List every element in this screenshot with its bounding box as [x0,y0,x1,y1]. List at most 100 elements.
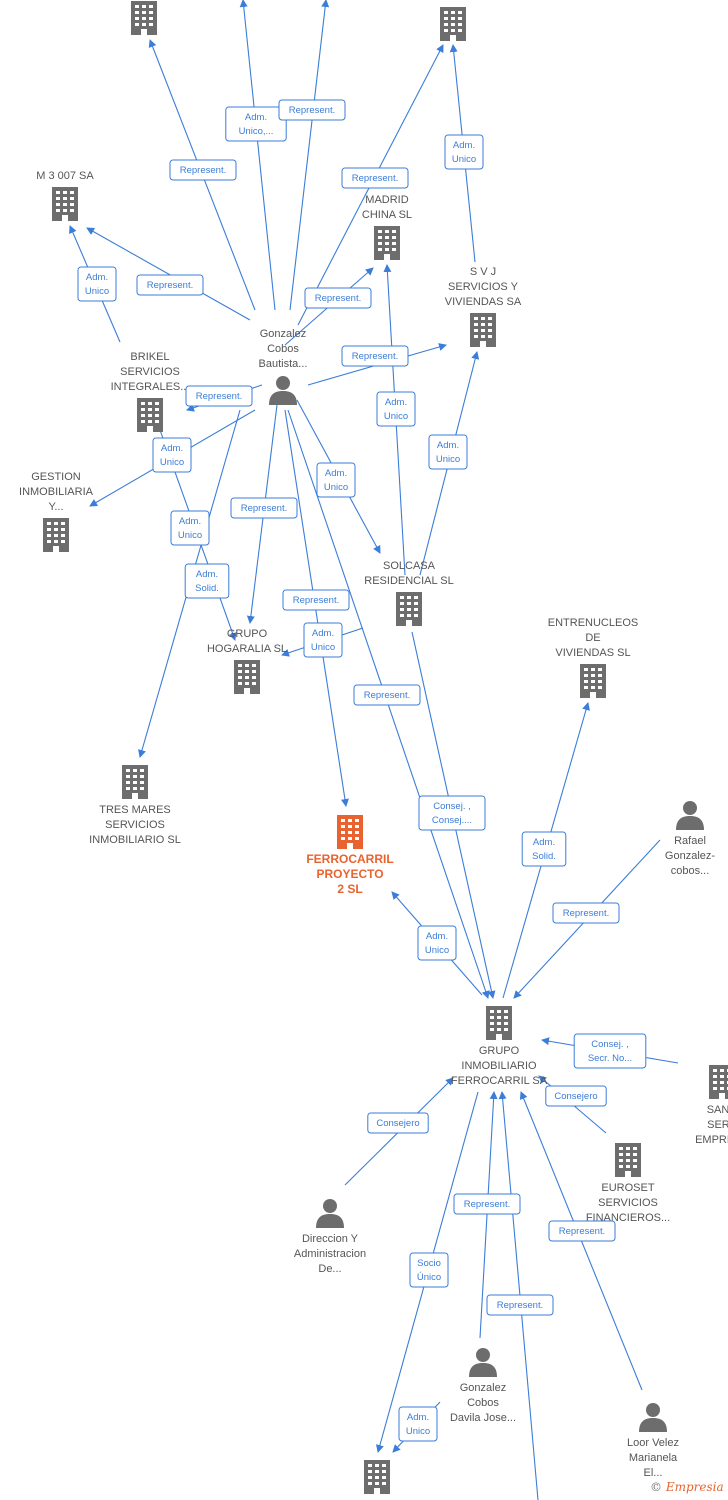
edge-label-box[interactable] [573,1033,647,1069]
edge-label-box[interactable] [278,99,346,121]
node-label-line[interactable]: Rafael [674,835,706,847]
node-gestion[interactable]: GESTIONINMOBILIARIAY... [19,471,94,552]
edge-label-box[interactable] [225,106,287,142]
edge-label-4[interactable]: Adm.Unico [444,134,484,170]
node-ferromadrid[interactable]: ...RILMADRIDCHINA SL [362,179,412,260]
edge-label-9[interactable]: Represent. [185,385,253,407]
node-label-line[interactable]: RESIDENCIAL SL [364,575,453,587]
node-label-line[interactable]: HOGARALIA SL [207,643,287,655]
edge-label-box[interactable] [169,159,237,181]
node-label-line[interactable]: SERVICIOS [598,1197,658,1209]
person-icon[interactable] [269,376,297,405]
node-label-line[interactable]: Bautista... [259,358,308,370]
building-icon[interactable] [396,592,422,626]
node-rafael[interactable]: RafaelGonzalez-cobos... [665,801,715,877]
node-direccion[interactable]: Direccion YAdministracionDe... [294,1199,366,1275]
node-euroset[interactable]: EUROSETSERVICIOSFINANCIEROS... [586,1143,670,1224]
edge-label-box[interactable] [521,831,567,867]
edge-label-19[interactable]: Represent. [353,684,421,706]
node-label-line[interactable]: FERROCARRIL SA [451,1075,548,1087]
edge-label-24[interactable]: Consej. ,Secr. No... [573,1033,647,1069]
building-icon[interactable] [470,313,496,347]
node-tresmares[interactable]: TRES MARES SERVICIOS INMOBILIARIO SL [89,765,181,846]
node-label-line[interactable]: 2 SL [337,882,362,896]
edge-label-13[interactable]: Adm.Unico [316,462,356,498]
node-label-line[interactable]: S V J [470,266,496,278]
building-icon[interactable] [440,7,466,41]
edge-label-box[interactable] [428,434,468,470]
edge-label-6[interactable]: Represent. [136,274,204,296]
edge-label-box[interactable] [185,385,253,407]
node-label-line[interactable]: Y... [48,501,63,513]
edge-label-box[interactable] [152,437,192,473]
edge-label-box[interactable] [304,287,372,309]
node-grupoinmo[interactable]: GRUPO INMOBILIARIO FERROCARRIL SA [451,1006,548,1087]
edge-label-box[interactable] [552,902,620,924]
edge-label-8[interactable]: Represent. [341,345,409,367]
node-label-line[interactable]: El... [644,1467,663,1479]
edge-label-box[interactable] [444,134,484,170]
edge-label-23[interactable]: Adm.Unico [417,925,457,961]
edge-label-box[interactable] [398,1406,438,1442]
building-icon[interactable] [234,660,260,694]
node-top-right[interactable] [440,7,466,41]
edge-label-box[interactable] [545,1085,607,1107]
edge-label-box[interactable] [417,925,457,961]
node-label-line[interactable]: M 3 007 SA [36,170,94,182]
node-bottom[interactable] [364,1460,390,1494]
node-label-line[interactable]: PROYECTO [316,867,383,881]
person-icon[interactable] [316,1199,344,1228]
building-icon[interactable] [131,1,157,35]
edge-label-25[interactable]: Consejero [367,1112,429,1134]
node-label-line[interactable]: GESTION [31,471,81,483]
edge-label-7[interactable]: Represent. [304,287,372,309]
building-icon[interactable] [709,1065,728,1099]
edge-label-box[interactable] [341,167,409,189]
edge-label-12[interactable]: Adm.Unico [428,434,468,470]
edge-label-box[interactable] [453,1193,521,1215]
node-label-line[interactable]: INMOBILIARIO SL [89,834,181,846]
node-label-line[interactable]: BRIKEL [130,351,169,363]
building-icon[interactable] [615,1143,641,1177]
node-label-line[interactable]: INMOBILIARIO [461,1060,537,1072]
edge-label-1[interactable]: Adm.Unico,... [225,106,287,142]
node-label-line[interactable]: SANR [707,1104,728,1116]
edge-label-2[interactable]: Represent. [278,99,346,121]
edge-label-10[interactable]: Adm.Unico [152,437,192,473]
edge-label-box[interactable] [409,1252,449,1288]
edge-label-5[interactable]: Adm.Unico [77,266,117,302]
node-sanr[interactable]: SANRSERVEMPRESA [695,1065,728,1146]
edge-label-box[interactable] [230,497,298,519]
edge-label-28[interactable]: Represent. [548,1220,616,1242]
node-gonzalez-bautista[interactable]: GonzalezCobosBautista... [259,328,308,405]
building-icon[interactable] [52,187,78,221]
node-label-line[interactable]: Gonzalez [260,328,306,340]
edge-label-box[interactable] [316,462,356,498]
node-label-line[interactable]: VIVIENDAS SA [445,296,522,308]
edge-label-21[interactable]: Adm.Solid. [521,831,567,867]
edge-label-18[interactable]: Adm.Unico [303,622,343,658]
node-label-line[interactable]: Administracion [294,1248,366,1260]
node-label-line[interactable]: TRES MARES [99,804,171,816]
building-icon[interactable] [486,1006,512,1040]
building-icon[interactable] [364,1460,390,1494]
node-label-line[interactable]: Marianela [629,1452,678,1464]
node-label-line[interactable]: Direccion Y [302,1233,359,1245]
edge-label-box[interactable] [418,795,486,831]
building-icon[interactable] [580,664,606,698]
node-label-line[interactable]: GRUPO [479,1045,520,1057]
node-label-line[interactable]: Gonzalez- [665,850,715,862]
node-label-line[interactable]: CHINA SL [362,209,412,221]
edge-label-3[interactable]: Represent. [341,167,409,189]
edge-label-box[interactable] [77,266,117,302]
node-label-line[interactable]: MADRID [365,194,408,206]
node-label-line[interactable]: Loor Velez [627,1437,679,1449]
edge-label-26[interactable]: Consejero [545,1085,607,1107]
node-label-line[interactable]: SERVICIOS [105,819,165,831]
